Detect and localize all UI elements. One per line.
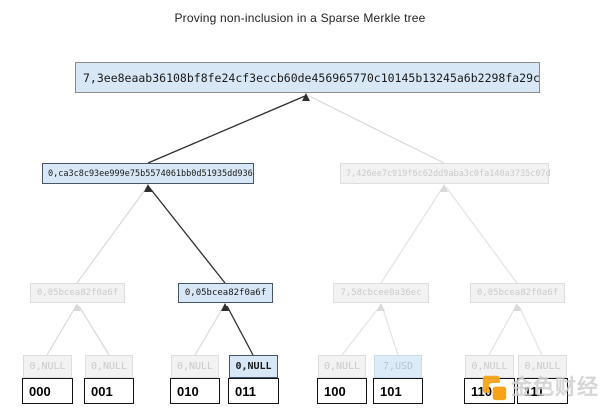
level2-right-hash-node: 7,426ee7c919f6c62dd9aba3c0fa140a3735c07d (340, 163, 551, 184)
leaf-value-111: 0,NULL (518, 355, 567, 378)
edge-l3d-110 (488, 305, 517, 356)
level3-node-0: 0,05bcea82f0a6f (30, 283, 125, 303)
level3-node-1: 0,05bcea82f0a6f (178, 283, 273, 303)
leaf-value-000: 0,NULL (23, 355, 72, 378)
leaf-value-101: 7,USD (374, 355, 422, 378)
edge-l3b-011 (226, 305, 254, 356)
edge-l3c-100 (341, 305, 381, 356)
root-hash-node: 7,3ee8eaab36108bf8fe24cf3eccb60de4569657… (75, 62, 540, 93)
arrow-l2b (440, 184, 448, 192)
edge-root-right (308, 95, 445, 164)
edge-l2a-l3a (76, 186, 148, 284)
leaf-index-000: 000 (22, 378, 73, 404)
leaf-value-100: 0,NULL (318, 355, 366, 378)
leaf-value-001: 0,NULL (85, 355, 133, 378)
arrow-root (302, 93, 310, 101)
arrow-l2a (144, 184, 152, 192)
edge-l3c-101 (381, 305, 399, 356)
leaf-index-100: 100 (317, 378, 367, 404)
diagram-title: Proving non-inclusion in a Sparse Merkle… (174, 11, 426, 25)
edge-root-left (147, 95, 306, 164)
leaf-index-111: 111 (517, 378, 568, 404)
leaf-value-110: 0,NULL (465, 355, 514, 378)
edge-l2b-l3d (445, 186, 518, 284)
arrow-l3c (377, 303, 385, 311)
edge-l2b-l3c (380, 186, 444, 284)
edge-l3b-010 (194, 305, 225, 356)
leaf-index-001: 001 (84, 378, 134, 404)
edge-l3a-001 (78, 305, 110, 356)
arrow-l3d (513, 303, 521, 311)
level3-node-3: 0,05bcea82f0a6f (470, 283, 565, 303)
level3-node-2: 7,58cbcee0a36ec (333, 283, 429, 303)
edge-l3d-111 (518, 305, 543, 356)
leaf-index-011: 011 (228, 378, 279, 404)
level2-left-hash-node: 0,ca3c8c93ee999e75b5574061bb0d51935dd936 (42, 163, 254, 184)
leaf-value-011: 0,NULL (229, 355, 278, 378)
edge-l2a-l3b (148, 186, 226, 284)
leaf-value-010: 0,NULL (171, 355, 219, 378)
arrow-l3b (221, 303, 229, 311)
leaf-index-010: 010 (170, 378, 220, 404)
leaf-index-110: 110 (464, 378, 515, 404)
edge-l3a-000 (46, 305, 77, 356)
arrow-l3a (73, 303, 81, 311)
leaf-index-101: 101 (373, 378, 423, 404)
